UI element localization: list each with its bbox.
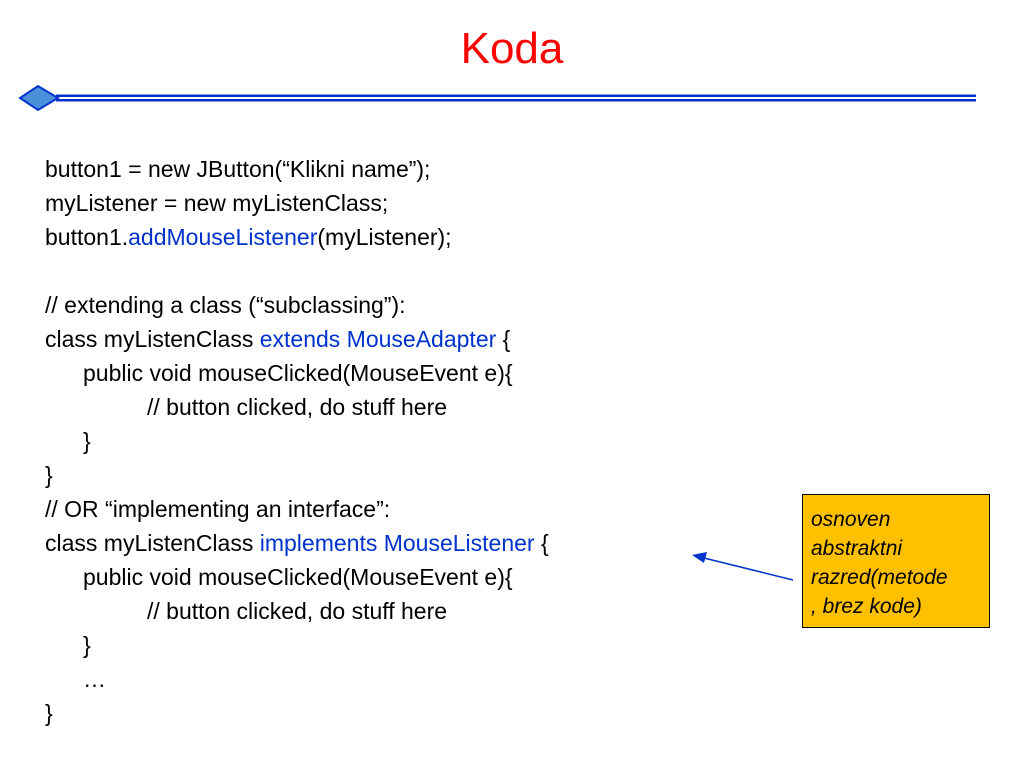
code-text: public void mouseClicked(MouseEvent e){	[83, 360, 513, 386]
code-text: }	[45, 462, 53, 488]
code-line: // button clicked, do stuff here	[45, 390, 549, 424]
slide-title: Koda	[460, 24, 564, 73]
title-divider	[18, 84, 976, 112]
code-text: button1.	[45, 224, 129, 250]
code-text: class myListenClass	[45, 326, 260, 352]
callout-note: osnoven abstraktni razred(metode , brez …	[802, 494, 990, 628]
code-text: button1 = new JButton(“Klikni name”);	[45, 156, 431, 182]
code-blank-line	[45, 254, 549, 288]
code-line: button1.addMouseListener(myListener);	[45, 220, 549, 254]
diamond-icon	[18, 84, 60, 112]
code-line: }	[45, 628, 549, 662]
code-text: {	[534, 530, 549, 556]
code-line: // OR “implementing an interface”:	[45, 492, 549, 526]
code-line: }	[45, 424, 549, 458]
code-line: button1 = new JButton(“Klikni name”);	[45, 152, 549, 186]
code-text: …	[83, 666, 106, 692]
code-comment: // button clicked, do stuff here	[147, 598, 448, 624]
code-text: {	[496, 326, 511, 352]
code-text: }	[45, 700, 53, 726]
code-line: class myListenClass extends MouseAdapter…	[45, 322, 549, 356]
code-keyword: extends MouseAdapter	[259, 326, 497, 352]
code-line: myListener = new myListenClass;	[45, 186, 549, 220]
code-comment: // OR “implementing an interface”:	[45, 496, 391, 522]
code-text: }	[83, 632, 91, 658]
code-text: (myListener);	[317, 224, 452, 250]
code-line: public void mouseClicked(MouseEvent e){	[45, 356, 549, 390]
code-comment: // extending a class (“subclassing”):	[45, 292, 406, 318]
code-line: class myListenClass implements MouseList…	[45, 526, 549, 560]
note-text: razred(metode	[811, 566, 948, 589]
note-text: , brez kode)	[811, 595, 922, 618]
code-keyword: implements MouseListener	[259, 530, 535, 556]
code-text: }	[83, 428, 91, 454]
code-line: }	[45, 458, 549, 492]
code-block: button1 = new JButton(“Klikni name”); my…	[45, 152, 549, 730]
code-text: myListener = new myListenClass;	[45, 190, 389, 216]
code-line: public void mouseClicked(MouseEvent e){	[45, 560, 549, 594]
code-keyword: addMouseListener	[128, 224, 318, 250]
note-text: osnoven	[811, 508, 891, 531]
code-line: // button clicked, do stuff here	[45, 594, 549, 628]
note-text: abstraktni	[811, 537, 903, 560]
code-text: public void mouseClicked(MouseEvent e){	[83, 564, 513, 590]
code-line: // extending a class (“subclassing”):	[45, 288, 549, 322]
arrowhead-icon	[692, 552, 707, 563]
code-line: …	[45, 662, 549, 696]
code-line: }	[45, 696, 549, 730]
code-text: class myListenClass	[45, 530, 260, 556]
code-comment: // button clicked, do stuff here	[147, 394, 448, 420]
